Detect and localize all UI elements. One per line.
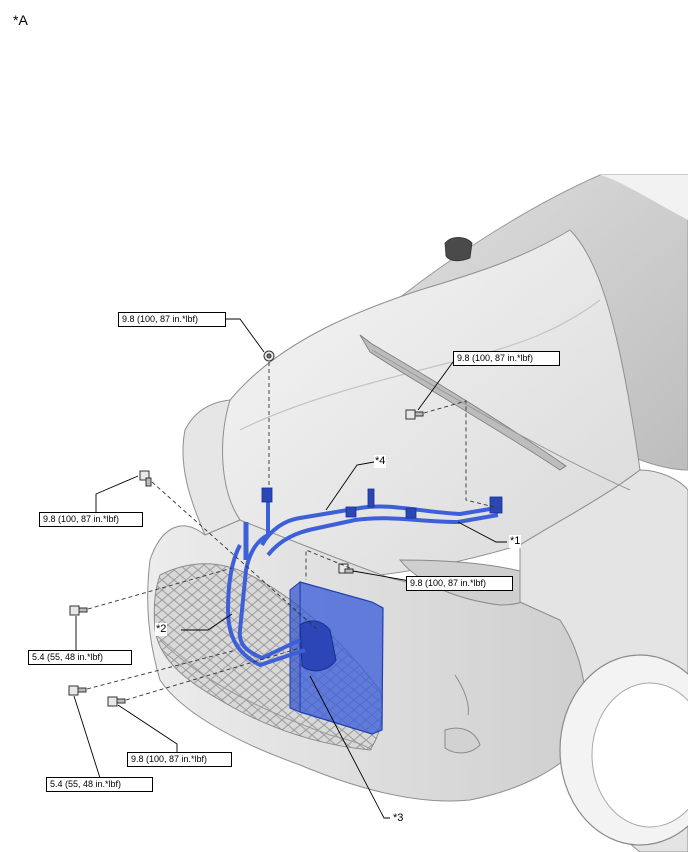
torque-callout: 5.4 (55, 48 in.*lbf)	[28, 650, 132, 665]
fog-lamp	[444, 727, 481, 754]
bolt-upper-left	[139, 470, 152, 487]
leader-lines	[73, 318, 507, 819]
part-tag-3: *3	[392, 812, 405, 825]
part-tag-1: *1	[509, 535, 522, 548]
nut-top	[263, 350, 275, 362]
bolt-bottom	[107, 696, 126, 707]
torque-callout: 9.8 (100, 87 in.*lbf)	[39, 512, 143, 527]
pipe-2	[237, 490, 301, 660]
part-tag-4: *4	[374, 455, 387, 468]
condenser-fittings	[299, 620, 337, 672]
torque-callout: 9.8 (100, 87 in.*lbf)	[127, 752, 232, 767]
part-tag-2: *2	[155, 623, 168, 636]
bolt-lower-left	[68, 685, 87, 696]
pipe-1	[266, 513, 499, 557]
bolt-left	[69, 605, 88, 616]
torque-callout: 9.8 (100, 87 in.*lbf)	[453, 351, 560, 366]
side-mirror	[444, 236, 473, 262]
torque-callout: 9.8 (100, 87 in.*lbf)	[118, 312, 226, 327]
left-fender	[182, 399, 241, 536]
dashed-guides	[86, 362, 499, 701]
vehicle-body	[147, 174, 688, 852]
torque-callout: 9.8 (100, 87 in.*lbf)	[406, 576, 513, 591]
view-label: *A	[13, 12, 28, 28]
torque-callout: 5.4 (55, 48 in.*lbf)	[46, 777, 153, 792]
pipe-4	[260, 504, 497, 547]
bolt-rear	[405, 409, 424, 420]
fasteners	[68, 350, 424, 707]
